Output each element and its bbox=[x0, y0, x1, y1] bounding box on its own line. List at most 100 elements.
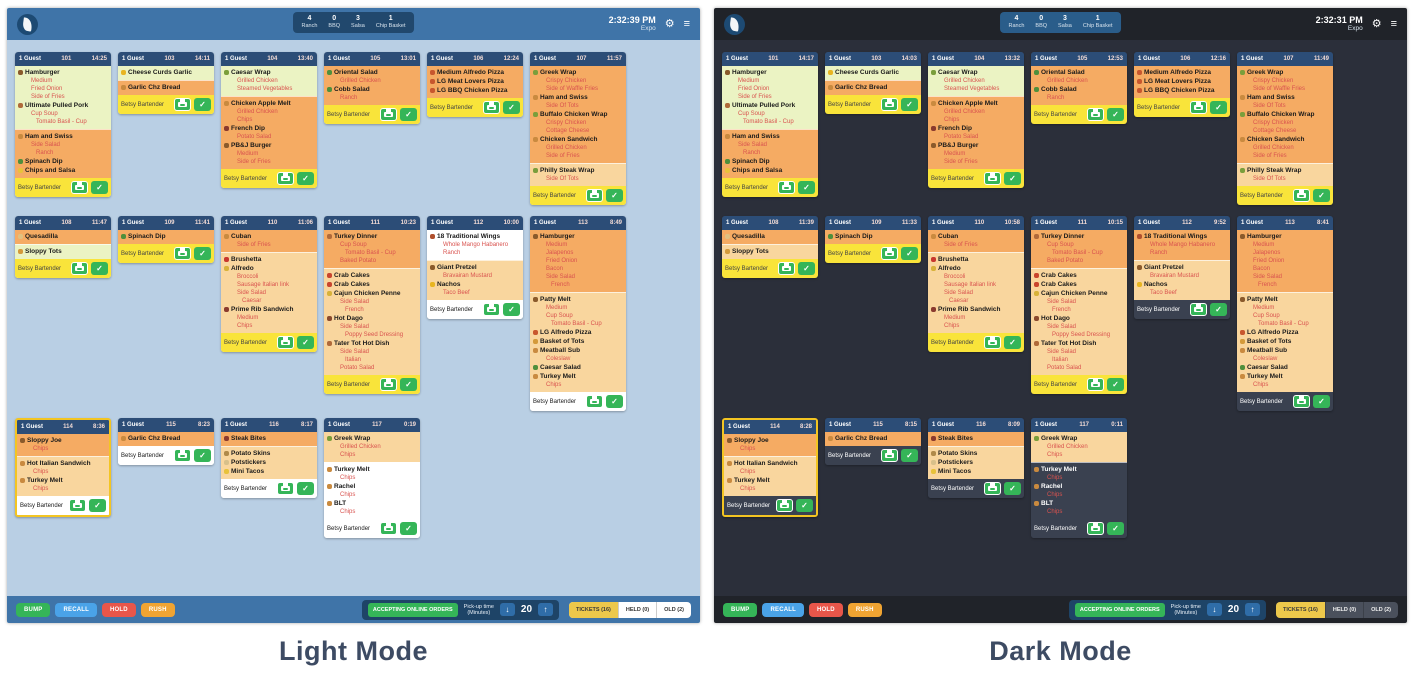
hamburger-menu-icon[interactable]: ≡ bbox=[683, 17, 690, 30]
print-ticket-button[interactable] bbox=[881, 247, 898, 260]
bump-ticket-button[interactable]: ✓ bbox=[901, 247, 918, 260]
bump-ticket-button[interactable]: ✓ bbox=[297, 172, 314, 185]
print-ticket-button[interactable] bbox=[1190, 101, 1207, 114]
print-ticket-button[interactable] bbox=[776, 499, 793, 512]
print-ticket-button[interactable] bbox=[71, 181, 88, 194]
print-ticket-button[interactable] bbox=[380, 378, 397, 391]
print-ticket-button[interactable] bbox=[1293, 395, 1310, 408]
print-ticket-button[interactable] bbox=[380, 522, 397, 535]
bump-ticket-button[interactable]: ✓ bbox=[297, 482, 314, 495]
bump-ticket-button[interactable]: ✓ bbox=[901, 449, 918, 462]
bump-ticket-button[interactable]: ✓ bbox=[91, 262, 108, 275]
bump-ticket-button[interactable]: ✓ bbox=[606, 189, 623, 202]
bump-button[interactable]: BUMP bbox=[723, 602, 758, 617]
print-ticket-button[interactable] bbox=[586, 395, 603, 408]
bump-ticket-button[interactable]: ✓ bbox=[194, 98, 211, 111]
tab-held[interactable]: HELD (0) bbox=[1324, 601, 1363, 618]
print-ticket-button[interactable] bbox=[1087, 522, 1104, 535]
hamburger-menu-icon[interactable]: ≡ bbox=[1390, 17, 1397, 30]
tab-old[interactable]: OLD (2) bbox=[1363, 601, 1398, 618]
tab-tickets[interactable]: TICKETS (16) bbox=[1276, 601, 1325, 618]
print-ticket-button[interactable] bbox=[881, 449, 898, 462]
print-ticket-button[interactable] bbox=[778, 181, 795, 194]
online-orders-button[interactable]: ACCEPTING ONLINE ORDERS bbox=[367, 602, 458, 617]
bump-ticket-button[interactable]: ✓ bbox=[503, 101, 520, 114]
bump-ticket-button[interactable]: ✓ bbox=[1107, 522, 1124, 535]
hold-button[interactable]: HOLD bbox=[809, 602, 843, 617]
bump-ticket-button[interactable]: ✓ bbox=[1004, 336, 1021, 349]
bump-ticket-button[interactable]: ✓ bbox=[503, 303, 520, 316]
online-orders-button[interactable]: ACCEPTING ONLINE ORDERS bbox=[1074, 602, 1165, 617]
bump-ticket-button[interactable]: ✓ bbox=[194, 247, 211, 260]
print-ticket-button[interactable] bbox=[1087, 108, 1104, 121]
bump-ticket-button[interactable]: ✓ bbox=[400, 378, 417, 391]
bump-ticket-button[interactable]: ✓ bbox=[798, 181, 815, 194]
print-ticket-button[interactable] bbox=[277, 336, 294, 349]
bump-ticket-button[interactable]: ✓ bbox=[798, 262, 815, 275]
bump-ticket-button[interactable]: ✓ bbox=[1210, 303, 1227, 316]
bump-ticket-button[interactable]: ✓ bbox=[606, 395, 623, 408]
print-ticket-button[interactable] bbox=[1293, 189, 1310, 202]
bump-ticket-button[interactable]: ✓ bbox=[1313, 189, 1330, 202]
bump-button[interactable]: BUMP bbox=[16, 602, 51, 617]
bump-ticket-button[interactable]: ✓ bbox=[1107, 108, 1124, 121]
print-ticket-button[interactable] bbox=[174, 98, 191, 111]
bump-ticket-button[interactable]: ✓ bbox=[1004, 482, 1021, 495]
settings-gear-icon[interactable]: ⚙ bbox=[1371, 17, 1382, 30]
bump-ticket-button[interactable]: ✓ bbox=[796, 499, 813, 512]
print-ticket-button[interactable] bbox=[71, 262, 88, 275]
print-ticket-button[interactable] bbox=[69, 499, 86, 512]
print-ticket-button[interactable] bbox=[174, 247, 191, 260]
bump-ticket-button[interactable]: ✓ bbox=[901, 98, 918, 111]
bump-ticket-button[interactable]: ✓ bbox=[1210, 101, 1227, 114]
print-ticket-button[interactable] bbox=[984, 336, 1001, 349]
print-ticket-button[interactable] bbox=[483, 303, 500, 316]
bump-ticket-button[interactable]: ✓ bbox=[194, 449, 211, 462]
tab-old[interactable]: OLD (2) bbox=[656, 601, 691, 618]
print-ticket-button[interactable] bbox=[174, 449, 191, 462]
print-ticket-button[interactable] bbox=[277, 172, 294, 185]
print-ticket-button[interactable] bbox=[380, 108, 397, 121]
bump-ticket-button[interactable]: ✓ bbox=[400, 108, 417, 121]
tab-held[interactable]: HELD (0) bbox=[617, 601, 656, 618]
bump-ticket-button[interactable]: ✓ bbox=[1004, 172, 1021, 185]
print-ticket-button[interactable] bbox=[1087, 378, 1104, 391]
print-ticket-button[interactable] bbox=[881, 98, 898, 111]
pickup-decrease-button[interactable]: ↓ bbox=[499, 603, 515, 616]
bump-ticket-button[interactable]: ✓ bbox=[1313, 395, 1330, 408]
pickup-increase-button[interactable]: ↑ bbox=[1245, 603, 1261, 616]
print-ticket-button[interactable] bbox=[277, 482, 294, 495]
bump-ticket-button[interactable]: ✓ bbox=[400, 522, 417, 535]
print-ticket-button[interactable] bbox=[586, 189, 603, 202]
bump-ticket-button[interactable]: ✓ bbox=[91, 181, 108, 194]
pickup-increase-button[interactable]: ↑ bbox=[538, 603, 554, 616]
print-ticket-button[interactable] bbox=[778, 262, 795, 275]
